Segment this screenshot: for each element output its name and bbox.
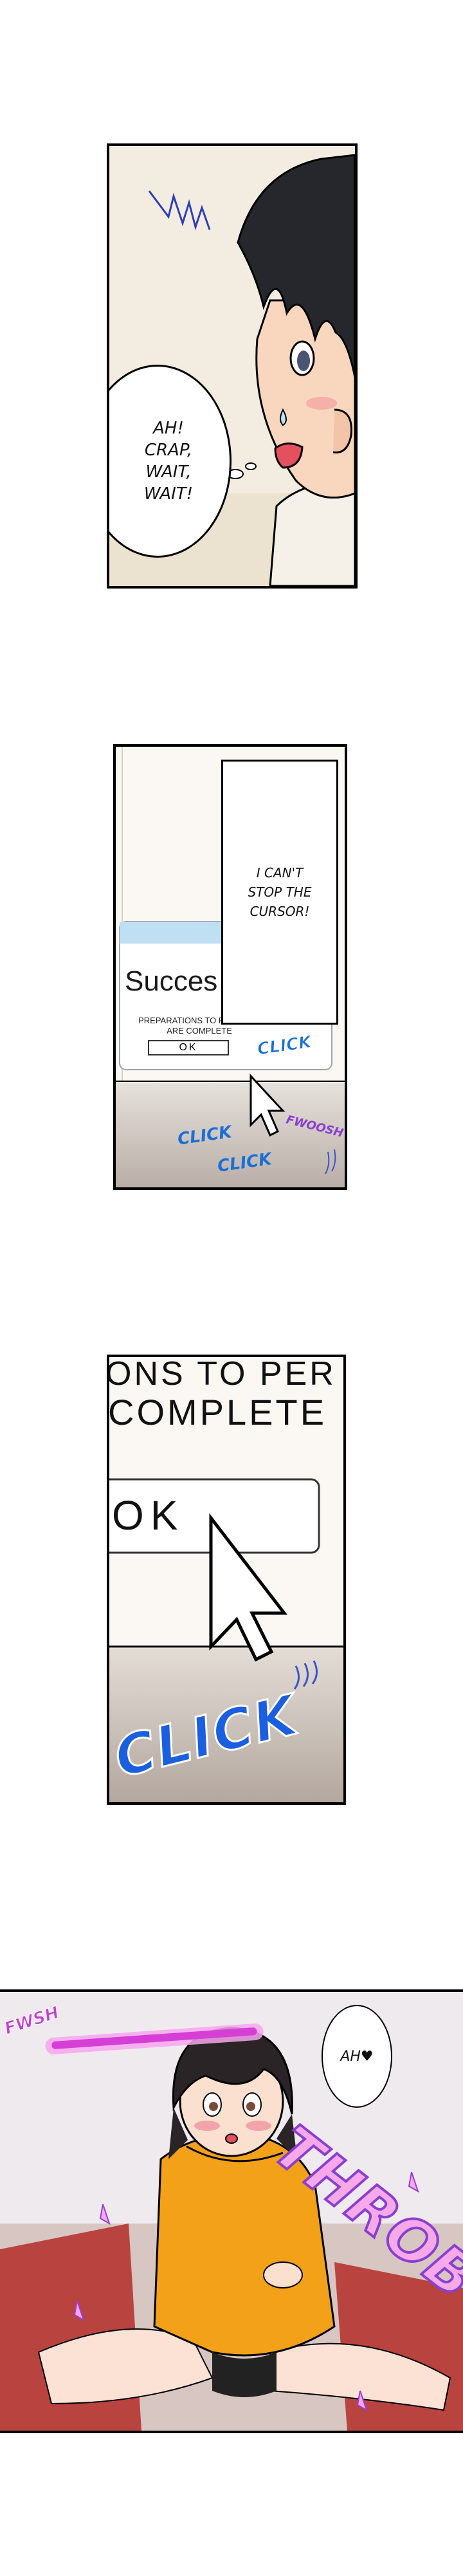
caption-line-1: I CAN'T	[256, 865, 304, 881]
caption-line-3: CURSOR!	[250, 904, 310, 919]
surprise-squiggle	[148, 190, 211, 231]
caption-box: I CAN'T STOP THE CURSOR!	[221, 760, 338, 1025]
speech-line-3: WAIT,	[145, 462, 192, 482]
screen-text-line-1: ONS TO PER	[107, 1355, 336, 1393]
speech-line-4: WAIT!	[143, 484, 194, 504]
dialog-text-line-2: ARE COMPLETE	[167, 1026, 232, 1036]
speech-bubble-1: AH! CRAP, WAIT, WAIT!	[109, 365, 232, 558]
screen-text-line-2: COMPLETE	[108, 1392, 327, 1432]
dialog-title: Succes	[125, 965, 218, 997]
panel-4-art	[0, 1992, 463, 2431]
panel-3-art	[109, 1357, 343, 1802]
panel-1: AH! CRAP, WAIT, WAIT!	[107, 143, 358, 589]
panel-4: AH♥ FWSH THROB	[0, 1989, 463, 2433]
caption-line-2: STOP THE	[248, 884, 312, 900]
speech-ah: AH♥	[340, 2048, 374, 2065]
speech-bubble-4: AH♥	[322, 2005, 392, 2108]
speech-line-1: AH!	[153, 419, 184, 438]
ok-button-large[interactable]: OK	[112, 1492, 185, 1539]
ok-button[interactable]: OK	[148, 1040, 229, 1055]
cursor-icon	[250, 1073, 286, 1137]
speech-line-2: CRAP,	[144, 441, 193, 460]
cursor-icon	[209, 1513, 288, 1662]
panel-3: ONS TO PER COMPLETE OK CLICK	[107, 1355, 346, 1805]
panel-2: Succes PREPARATIONS TO PERFORM ARE COMPL…	[113, 744, 347, 1190]
